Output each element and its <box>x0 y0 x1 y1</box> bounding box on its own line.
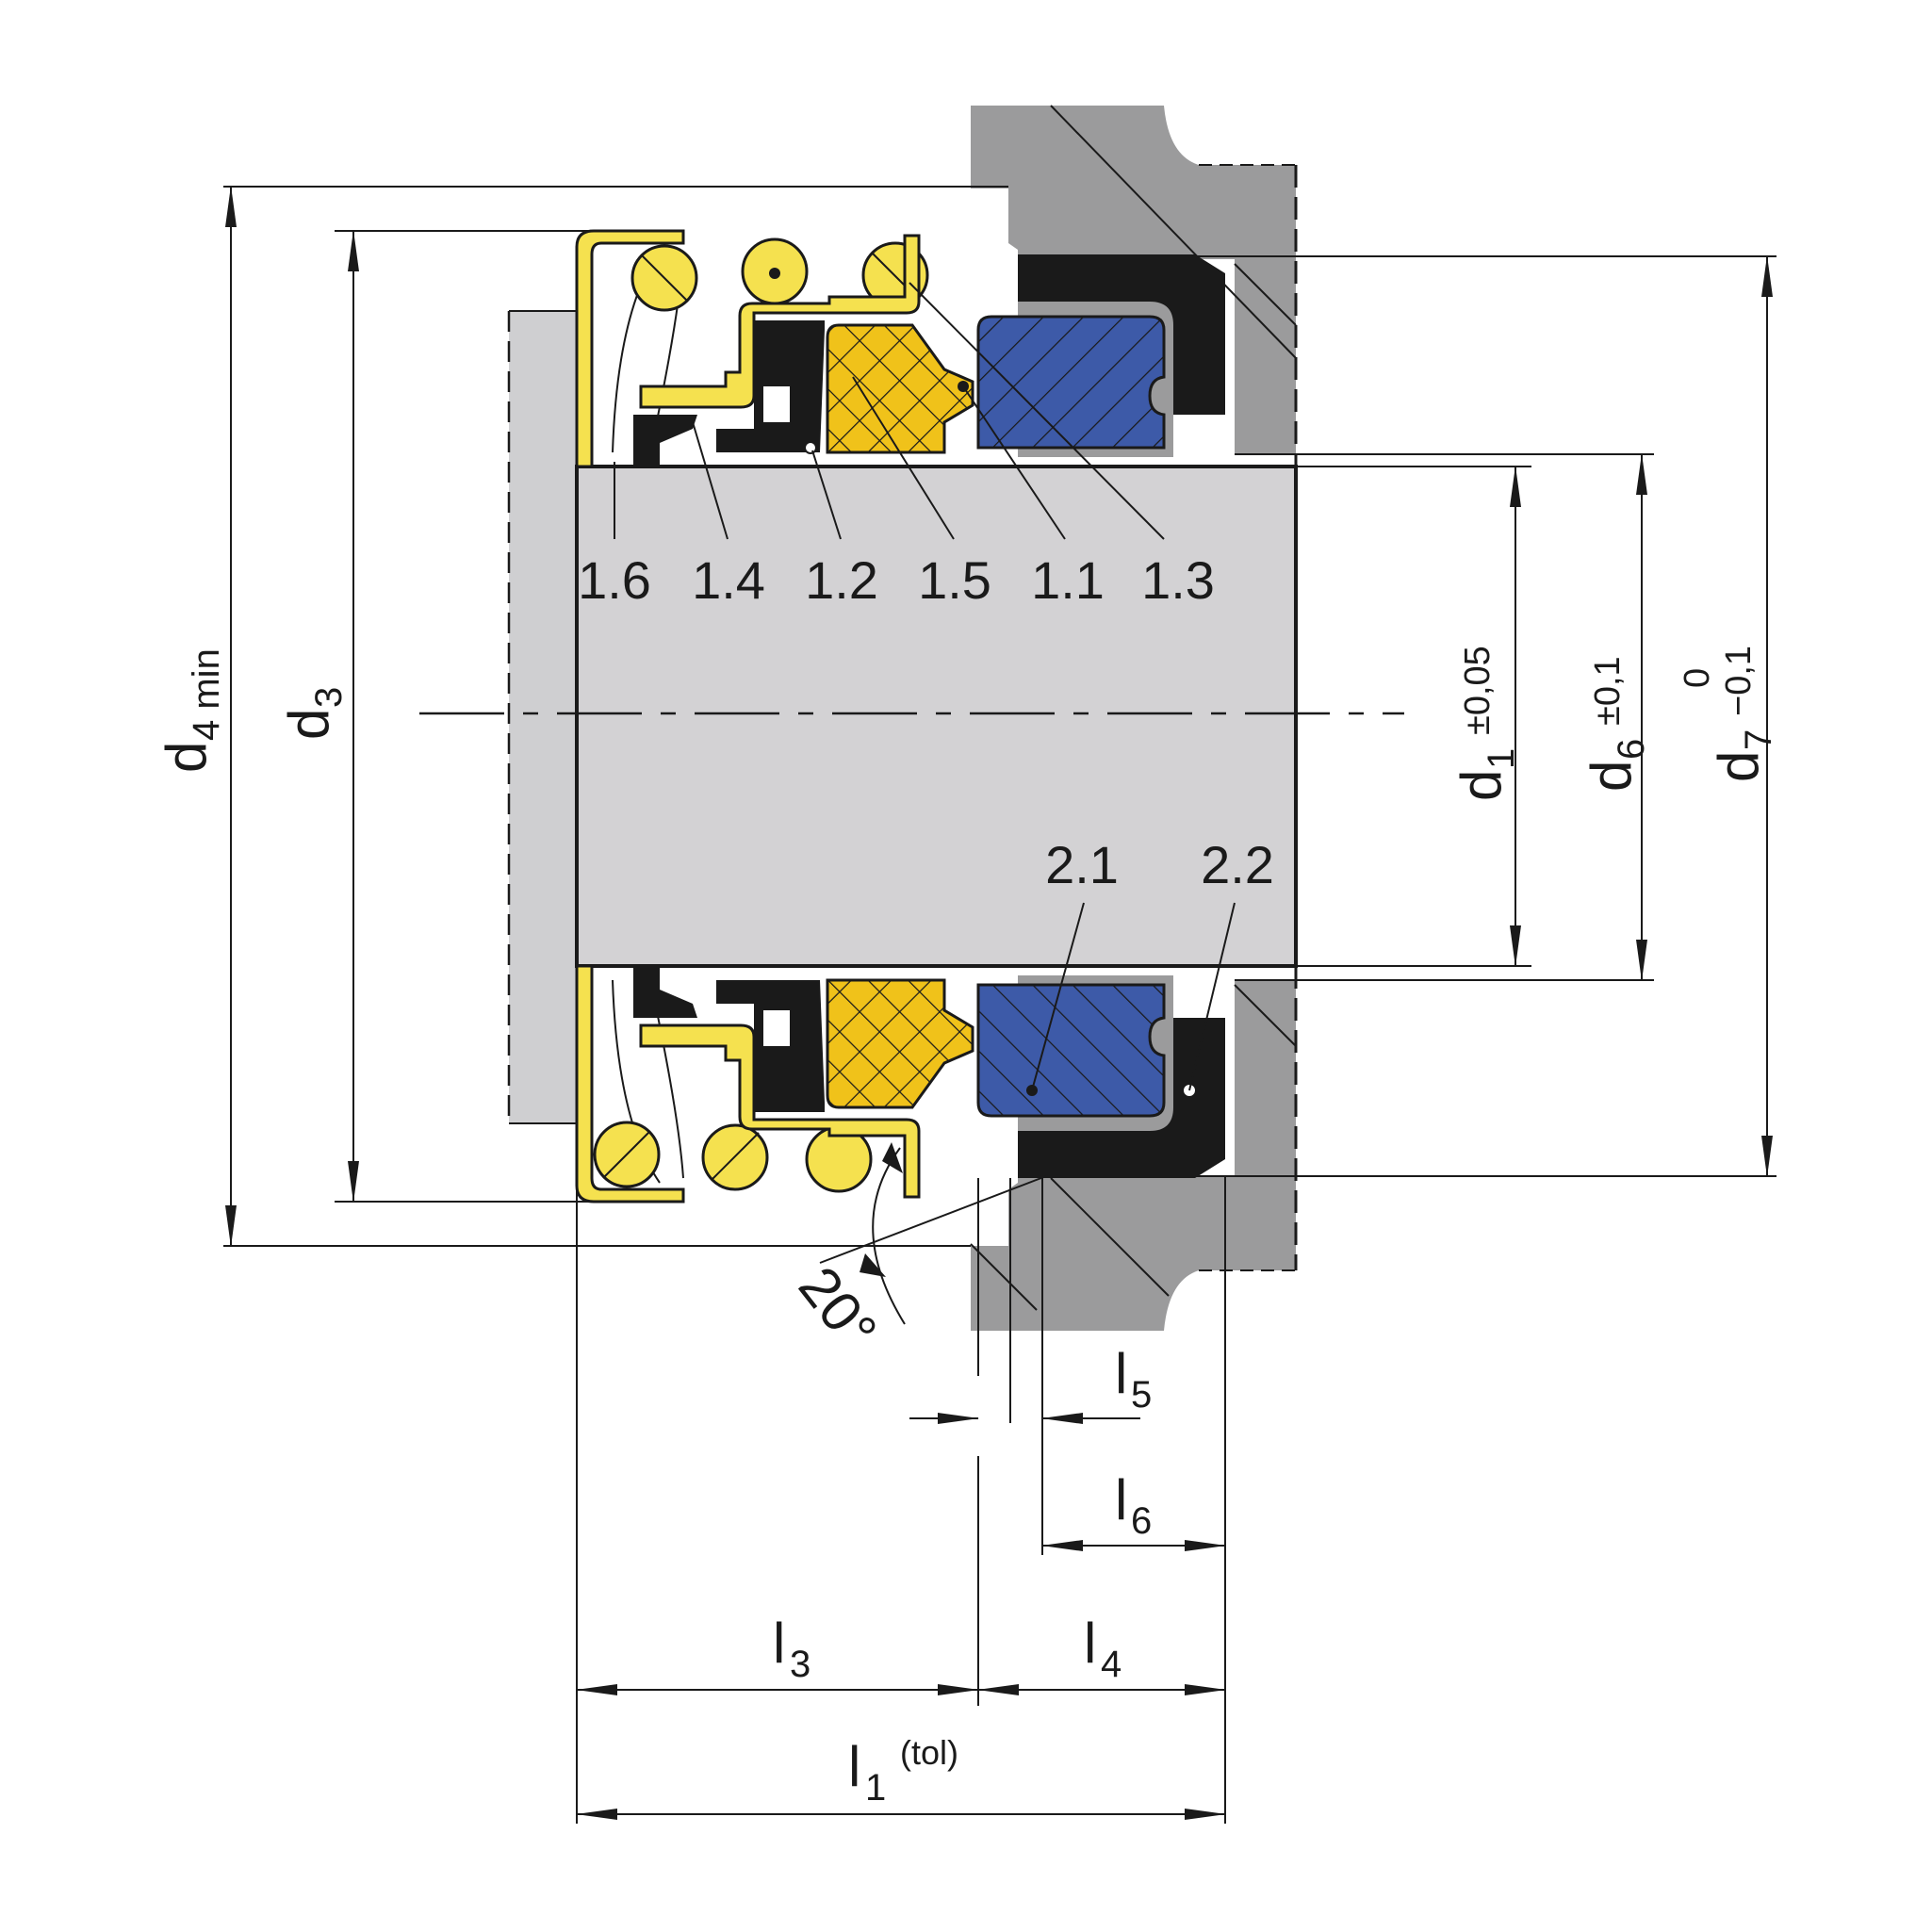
svg-text:d: d <box>1707 751 1770 782</box>
spring-wire-1-hatch <box>640 254 689 303</box>
housing-bottom-hatch-3 <box>970 1243 1038 1311</box>
spring-retainer-bottom <box>575 964 685 1203</box>
dim-d1: d 1 ±0,05 <box>1449 646 1522 801</box>
svg-text:6: 6 <box>1611 739 1652 760</box>
svg-text:d: d <box>155 742 218 773</box>
seat-cup-gap-top <box>1173 415 1225 454</box>
angle-arc <box>872 1147 906 1325</box>
housing-bottom-hatch-2 <box>1234 984 1297 1047</box>
dim-l6: l 6 <box>1115 1468 1152 1542</box>
part-labels: 1.6 1.4 1.2 1.5 1.1 1.3 2.1 2.2 <box>578 550 1274 894</box>
seat-ring-top-hatch <box>978 317 1164 448</box>
seat-cup-top <box>1018 254 1225 415</box>
svg-text:d: d <box>1449 770 1513 801</box>
svg-text:l: l <box>1115 1468 1127 1531</box>
seat-cup-bottom <box>1018 1018 1225 1178</box>
driver-top <box>639 234 921 409</box>
label-2-2: 2.2 <box>1201 835 1274 894</box>
svg-text:d: d <box>1580 761 1643 792</box>
svg-text:7: 7 <box>1738 729 1779 750</box>
label-1-1: 1.1 <box>1031 550 1105 610</box>
svg-text:±0,05: ±0,05 <box>1458 646 1498 735</box>
svg-text:l: l <box>773 1612 785 1675</box>
label-1-2: 1.2 <box>805 550 878 610</box>
seal-face-top-hatch <box>827 325 973 452</box>
svg-text:1: 1 <box>1481 748 1522 769</box>
spring-retainer-top <box>575 229 685 468</box>
svg-text:d: d <box>277 709 340 740</box>
dimension-lines <box>223 186 1776 1824</box>
svg-text:4: 4 <box>1101 1644 1122 1685</box>
angle-arrow-top <box>882 1142 903 1173</box>
dim-l3: l 3 <box>773 1612 810 1685</box>
dim-d7: d 7 −0,1 0 <box>1678 646 1779 782</box>
spring-wire-2-dot <box>769 268 780 279</box>
dim-d6: d 6 ±0,1 <box>1580 656 1652 792</box>
label-2-1: 2.1 <box>1045 835 1119 894</box>
svg-text:3: 3 <box>790 1644 810 1685</box>
svg-text:3: 3 <box>308 687 350 708</box>
label-1-5: 1.5 <box>918 550 991 610</box>
angle-leg <box>819 1175 1047 1264</box>
svg-text:0: 0 <box>1678 668 1717 688</box>
svg-text:−0,1: −0,1 <box>1719 646 1759 716</box>
housing-top-hatch-2 <box>1234 263 1297 326</box>
svg-text:l: l <box>1084 1612 1096 1675</box>
seal-assembly-bottom <box>575 964 1225 1203</box>
driver-bottom <box>639 1023 921 1199</box>
dim-d3: d 3 <box>277 687 350 740</box>
svg-text:l: l <box>848 1735 860 1798</box>
svg-text:(tol): (tol) <box>900 1733 958 1772</box>
dimension-labels: d 4 min d 3 d 1 ±0,05 d 6 ±0,1 d 7 −0,1 … <box>155 646 1779 1809</box>
bellows-heel-top <box>633 415 697 467</box>
label-1-3: 1.3 <box>1141 550 1215 610</box>
svg-text:4 min: 4 min <box>186 648 227 741</box>
svg-text:1: 1 <box>865 1767 886 1809</box>
svg-text:6: 6 <box>1131 1500 1152 1542</box>
housing-bottom-hatch <box>1050 1177 1170 1297</box>
svg-text:5: 5 <box>1131 1374 1152 1416</box>
label-1-4: 1.4 <box>692 550 765 610</box>
leader-lines <box>614 282 1236 1091</box>
svg-text:±0,1: ±0,1 <box>1588 656 1628 726</box>
shaft <box>419 310 1404 1124</box>
housing-top-hatch <box>1050 105 1297 359</box>
dim-l5: l 5 <box>1115 1342 1152 1416</box>
bellows-gap-top <box>763 386 790 422</box>
seal-assembly-top <box>575 229 1225 468</box>
pointer-dot-1-2 <box>804 441 817 454</box>
shaft-collar <box>509 311 580 1123</box>
svg-text:l: l <box>1115 1342 1127 1405</box>
dim-l4: l 4 <box>1084 1612 1122 1685</box>
label-1-6: 1.6 <box>578 550 651 610</box>
dim-l1: l 1 (tol) <box>848 1733 958 1809</box>
dim-d4: d 4 min <box>155 648 227 773</box>
angle-arrow-bottom <box>860 1253 886 1277</box>
shaft-body <box>575 465 1298 968</box>
